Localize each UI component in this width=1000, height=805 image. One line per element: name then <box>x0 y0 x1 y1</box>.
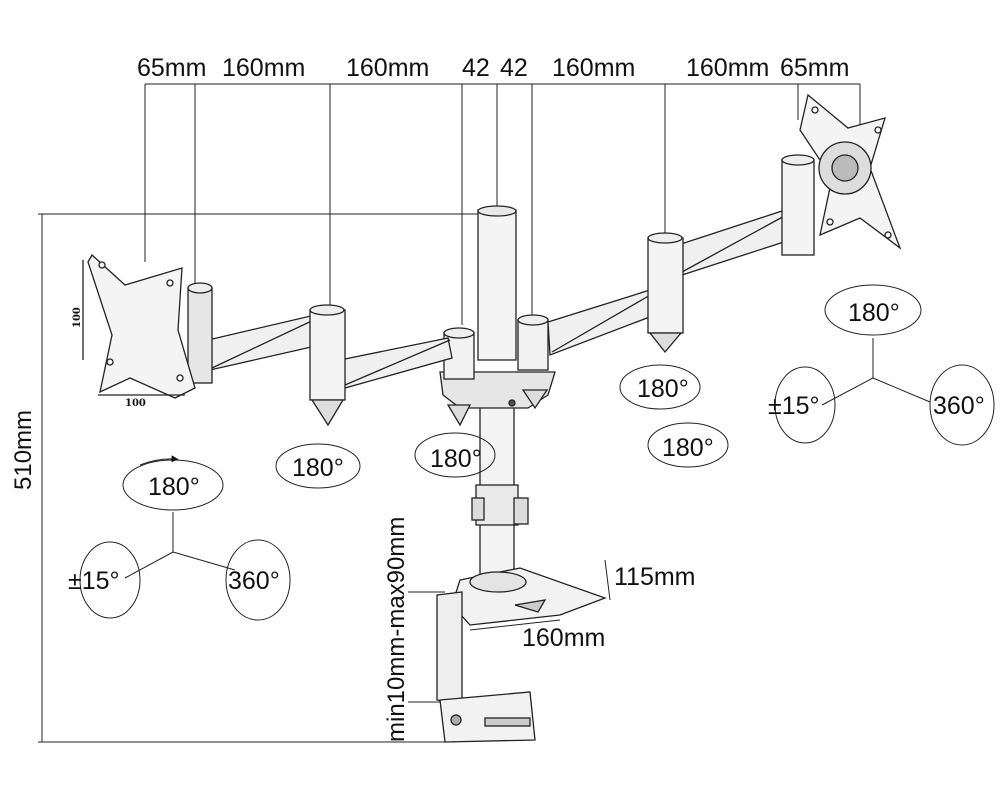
left-tilt-arrow-icon <box>139 455 179 466</box>
top-dimension-labels: 65mm 160mm 160mm 42 42 160mm 160mm 65mm <box>137 54 849 82</box>
left-rotate-label: 360° <box>228 567 280 595</box>
right-rotate-ellipse <box>929 364 995 446</box>
arm-left-joint-ellipse <box>275 443 361 489</box>
left-tilt-label: 180° <box>148 473 200 501</box>
base-width-label: 160mm <box>522 624 605 652</box>
dim-label-160mm-2: 160mm <box>346 54 429 82</box>
right-tilt-label: 180° <box>848 299 900 327</box>
left-arm <box>207 304 453 427</box>
left-vesa-horizontal-label: 100 <box>125 398 146 409</box>
arm-right-joint-lower-label: 180° <box>662 434 714 462</box>
left-rotate-ellipse <box>225 539 291 621</box>
total-height-label: 510mm <box>10 410 37 490</box>
right-rotation-connector <box>821 338 931 406</box>
left-rotation-connector <box>124 512 236 579</box>
arm-left-joint-label: 180° <box>292 454 344 482</box>
dim-label-160mm-1: 160mm <box>222 54 305 82</box>
center-hub <box>439 314 556 427</box>
desk-base <box>436 567 607 743</box>
dim-label-42-left: 42 <box>462 54 490 82</box>
right-swivel-ellipse <box>774 366 836 444</box>
left-vesa-plate <box>82 253 213 399</box>
dim-label-65mm-right: 65mm <box>780 54 849 82</box>
base-depth-label: 115mm <box>614 563 696 591</box>
arm-right-joint-upper-ellipse <box>619 364 701 410</box>
arm-center-joint-ellipse <box>414 432 496 478</box>
arm-center-joint-label: 180° <box>430 445 482 473</box>
clamp-range-dimension <box>408 591 445 703</box>
right-tilt-ellipse <box>824 284 922 336</box>
left-swivel-label: ±15° <box>68 567 120 595</box>
left-vesa-vertical-label: 100 <box>72 307 83 328</box>
left-swivel-ellipse <box>79 541 141 619</box>
central-pole <box>471 205 529 586</box>
right-swivel-label: ±15° <box>768 392 820 420</box>
total-height-dimension <box>38 213 490 743</box>
dim-label-42-right: 42 <box>500 54 528 82</box>
top-dimension-lines <box>144 83 861 325</box>
arm-right-joint-lower-ellipse <box>647 422 729 468</box>
base-dimension-lines <box>469 559 611 631</box>
arm-right-joint-upper-label: 180° <box>637 375 689 403</box>
dim-label-160mm-3: 160mm <box>552 54 635 82</box>
right-vesa-plate <box>799 93 902 250</box>
right-arm <box>547 154 815 356</box>
right-rotate-label: 360° <box>933 392 985 420</box>
dim-label-160mm-4: 160mm <box>686 54 769 82</box>
dim-label-65mm-left: 65mm <box>137 54 206 82</box>
clamp-range-label: min10mm-max90mm <box>383 517 410 742</box>
